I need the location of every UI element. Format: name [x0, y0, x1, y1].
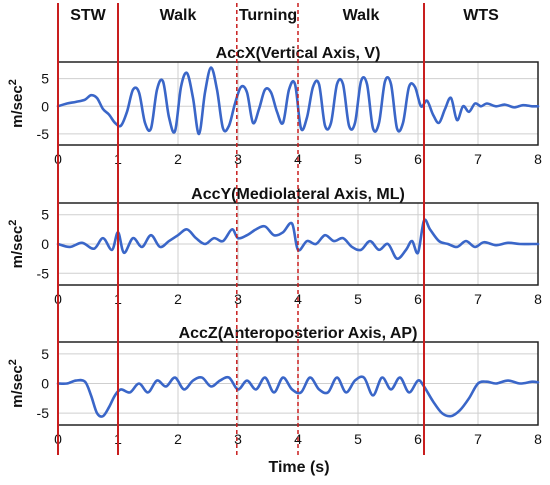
y-tick-label: 0	[41, 98, 49, 114]
x-tick-label: 8	[534, 431, 542, 447]
phase-label: STW	[70, 7, 106, 24]
x-tick-label: 8	[534, 151, 542, 167]
series-line-1	[56, 66, 540, 136]
x-tick-label: 2	[174, 431, 182, 447]
phase-label: Walk	[160, 7, 197, 24]
x-tick-label: 6	[414, 151, 422, 167]
x-tick-label: 6	[414, 291, 422, 307]
y-tick-label: 5	[41, 207, 49, 223]
y-axis-label-unit: m/sec	[9, 226, 26, 269]
x-tick-label: 6	[414, 431, 422, 447]
x-tick-label: 5	[354, 431, 362, 447]
y-tick-label: 0	[41, 236, 49, 252]
x-tick-label: 2	[174, 151, 182, 167]
phase-boundaries	[57, 3, 425, 455]
x-axis-label: Time (s)	[268, 459, 329, 476]
panels: -505012345678AccX(Vertical Axis, V)m/sec…	[7, 45, 542, 447]
x-tick-label: 5	[354, 291, 362, 307]
y-axis-label: m/sec2	[7, 359, 26, 408]
y-axis-label-exponent: 2	[7, 359, 19, 365]
y-axis-label-exponent: 2	[7, 220, 19, 226]
series-line-1	[56, 375, 540, 418]
panel-2: -505012345678AccY(Mediolateral Axis, ML)…	[7, 186, 542, 307]
y-tick-label: 5	[41, 71, 49, 87]
panel-3: -505012345678AccZ(Anteroposterior Axis, …	[7, 325, 542, 447]
y-axis-label-unit: m/sec	[9, 365, 26, 408]
y-axis-label-exponent: 2	[7, 79, 19, 85]
y-tick-label: 5	[41, 346, 49, 362]
y-axis-label: m/sec2	[7, 79, 26, 128]
y-tick-label: -5	[37, 405, 50, 421]
x-tick-label: 3	[234, 151, 242, 167]
x-tick-label: 3	[234, 291, 242, 307]
x-tick-label: 2	[174, 291, 182, 307]
y-axis-label: m/sec2	[7, 220, 26, 269]
x-tick-label: 7	[474, 291, 482, 307]
y-tick-label: -5	[37, 265, 50, 281]
y-tick-label: 0	[41, 376, 49, 392]
x-tick-label: 7	[474, 431, 482, 447]
phase-label: WTS	[463, 7, 499, 24]
phase-labels: STW Walk Turning Walk WTS	[70, 7, 499, 24]
x-tick-label: 5	[354, 151, 362, 167]
panel-1: -505012345678AccX(Vertical Axis, V)m/sec…	[7, 45, 542, 167]
y-axis-label-unit: m/sec	[9, 85, 26, 128]
x-tick-label: 8	[534, 291, 542, 307]
phase-label: Turning	[239, 7, 297, 24]
x-tick-label: 3	[234, 431, 242, 447]
y-tick-label: -5	[37, 126, 50, 142]
x-tick-label: 7	[474, 151, 482, 167]
phase-label: Walk	[343, 7, 380, 24]
